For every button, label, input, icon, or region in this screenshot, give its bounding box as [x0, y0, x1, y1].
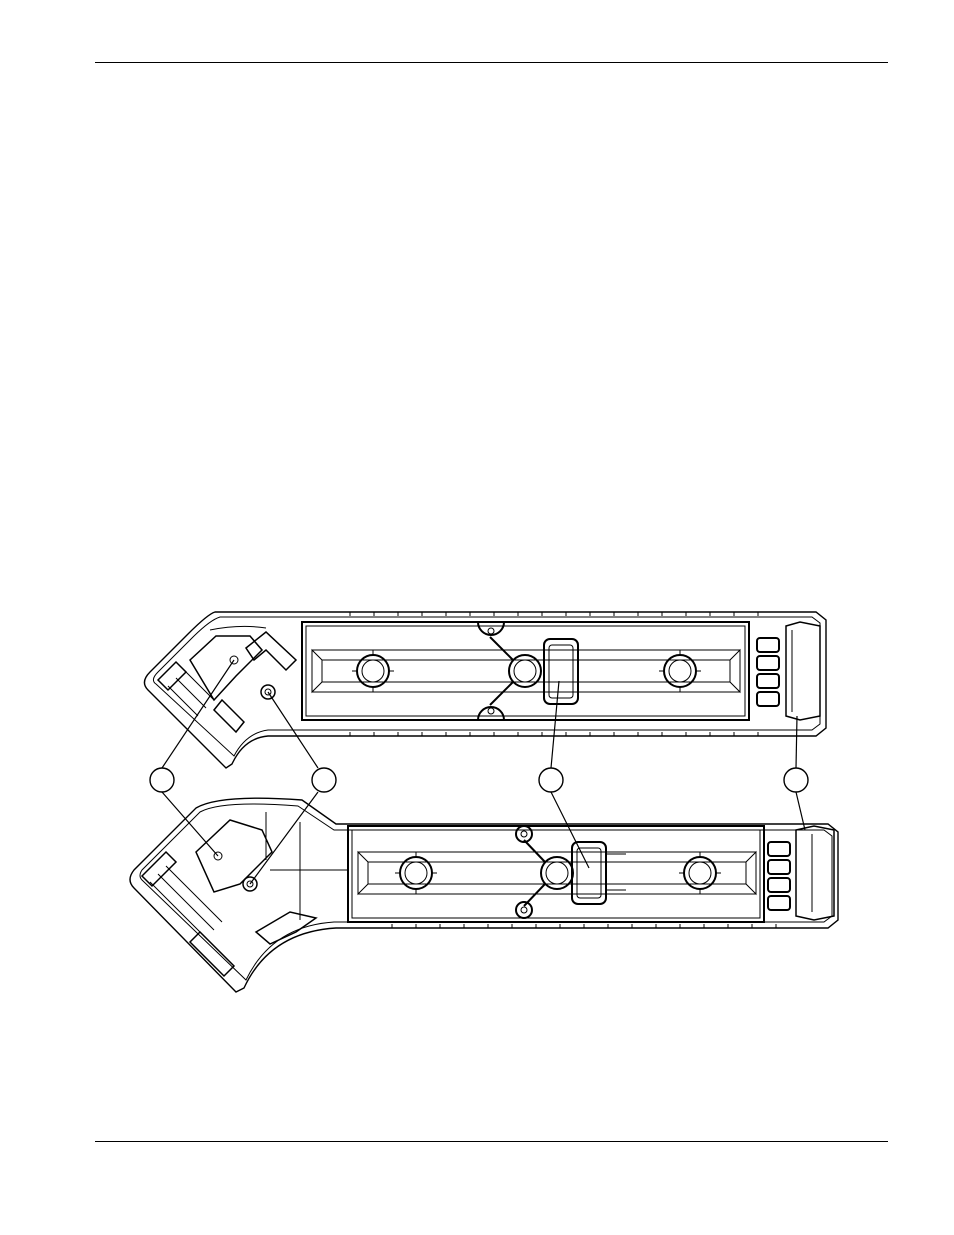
lower-boss-right	[679, 852, 721, 894]
lower-boss-center	[523, 839, 574, 907]
lower-tick-marks	[391, 924, 777, 928]
leader-lines	[161, 659, 806, 885]
upper-boss-left	[352, 650, 394, 692]
upper-boss-center	[489, 636, 542, 706]
upper-boss-right	[659, 650, 701, 692]
callout-1	[149, 767, 175, 793]
upper-connector-pins	[756, 637, 780, 707]
upper-housing-half	[143, 611, 827, 769]
lower-boss-left	[395, 852, 437, 894]
header-rule	[95, 62, 888, 63]
lower-housing-half	[129, 797, 839, 993]
callout-4	[783, 767, 809, 793]
footer-rule	[95, 1141, 888, 1142]
upper-tick-marks	[349, 612, 759, 736]
lower-connector-pins	[767, 841, 791, 911]
callout-3	[538, 767, 564, 793]
callout-2	[311, 767, 337, 793]
